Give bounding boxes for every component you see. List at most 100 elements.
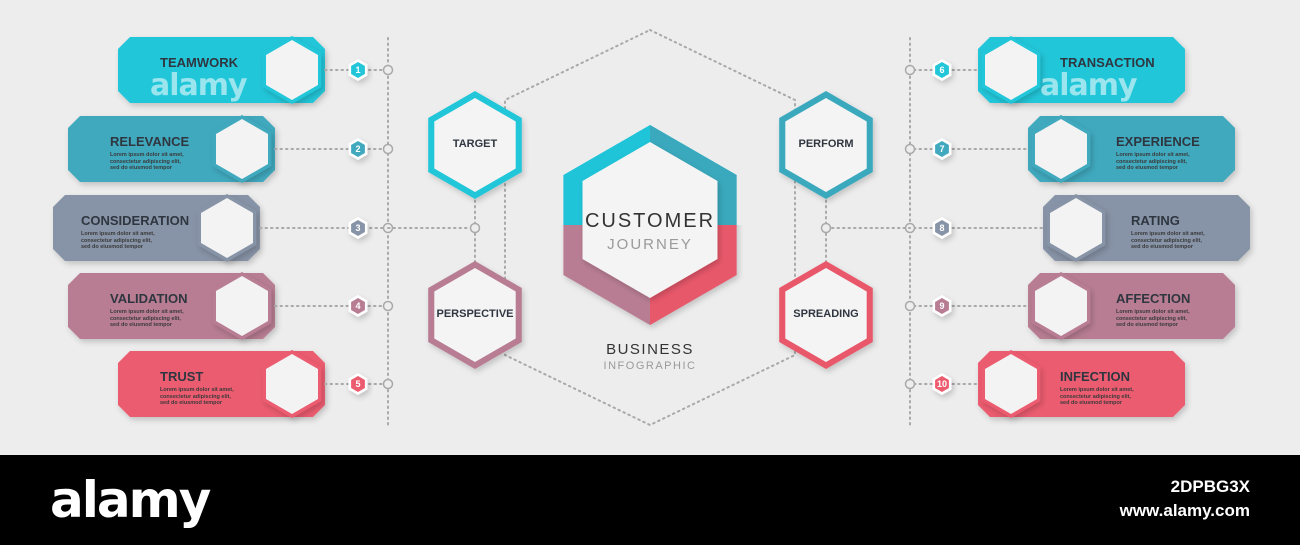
step-label-6: TRANSACTION <box>1060 55 1155 70</box>
step-text-8: Lorem ipsum dolor sit amet,consectetur a… <box>1131 231 1241 251</box>
outer-hex-frame <box>504 28 796 427</box>
step-badge-7 <box>935 141 949 157</box>
step-number-4: 4 <box>355 301 361 311</box>
step-text-line: Lorem ipsum dolor sit amet, <box>1116 309 1190 315</box>
step-label-5: TRUST <box>160 369 204 384</box>
hub-spreading-label: SPREADING <box>793 308 859 320</box>
step-text-10: Lorem ipsum dolor sit amet,consectetur a… <box>1060 387 1170 407</box>
step-node-6 <box>904 64 916 76</box>
step-number-5: 5 <box>355 379 361 389</box>
step-number-8: 8 <box>939 223 945 233</box>
step-label-7: EXPERIENCE <box>1116 134 1200 149</box>
step-node-9 <box>904 300 916 312</box>
step-text-line: Lorem ipsum dolor sit amet, <box>110 309 184 315</box>
step-text-line: consectetur adipiscing elit, <box>1131 237 1202 244</box>
step-node-10 <box>904 378 916 390</box>
step-label-1: TEAMWORK <box>160 55 238 70</box>
step-text-line: Lorem ipsum dolor sit amet, <box>160 387 234 393</box>
step-text-line: consectetur adipiscing elit, <box>160 393 231 400</box>
step-text-line: consectetur adipiscing elit, <box>1116 158 1187 165</box>
center-title: CUSTOMER <box>584 210 716 232</box>
hub-target-face <box>434 98 516 192</box>
step-hex-8 <box>1050 198 1102 258</box>
step-text-4: Lorem ipsum dolor sit amet,consectetur a… <box>110 309 220 329</box>
step-badge-8 <box>935 220 949 236</box>
step-text-line: sed do eiusmod tempor <box>1131 244 1194 250</box>
step-hex-5 <box>266 354 318 414</box>
diagram-graphics <box>53 28 1250 429</box>
step-label-8: RATING <box>1131 213 1180 228</box>
step-number-9: 9 <box>939 301 945 311</box>
infographic-subtitle: INFOGRAPHIC <box>603 360 697 372</box>
step-text-line: consectetur adipiscing elit, <box>1060 393 1131 400</box>
step-badge-4 <box>351 298 365 314</box>
center-hexagon <box>563 125 737 325</box>
step-number-1: 1 <box>355 65 361 75</box>
site-url: www.alamy.com <box>1119 501 1250 520</box>
step-badge-2 <box>351 141 365 157</box>
step-number-10: 10 <box>936 379 947 389</box>
step-hex-7 <box>1035 119 1087 179</box>
hub-perspective-face <box>434 268 516 362</box>
step-label-4: VALIDATION <box>110 291 188 306</box>
step-number-6: 6 <box>939 65 945 75</box>
step-hex-3 <box>201 198 253 258</box>
hub-target-label: TARGET <box>452 138 498 150</box>
step-node-2 <box>382 143 394 155</box>
step-number-3: 3 <box>355 223 361 233</box>
step-label-3: CONSIDERATION <box>81 213 190 228</box>
infographic-canvas: 1 TEAMWORK 2 RELEVANCE Lorem ipsum dolor sit… <box>53 28 1250 429</box>
step-text-line: sed do eiusmod tempor <box>1116 165 1179 171</box>
step-hex-2 <box>216 119 268 179</box>
step-label-2: RELEVANCE <box>110 134 190 149</box>
center-subtitle: JOURNEY <box>607 236 693 253</box>
step-text-9: Lorem ipsum dolor sit amet,consectetur a… <box>1116 309 1226 329</box>
step-text-7: Lorem ipsum dolor sit amet,consectetur a… <box>1116 152 1226 172</box>
step-badge-10 <box>935 376 949 392</box>
business-title: BUSINESS <box>606 341 694 358</box>
step-text-line: sed do eiusmod tempor <box>81 244 144 250</box>
step-badge-6 <box>935 62 949 78</box>
step-text-line: sed do eiusmod tempor <box>110 322 173 328</box>
watermark-2: alamy <box>1040 68 1138 103</box>
step-text-line: Lorem ipsum dolor sit amet, <box>1131 231 1205 237</box>
step-hex-10 <box>985 354 1037 414</box>
step-node-4 <box>382 300 394 312</box>
step-hex-9 <box>1035 276 1087 336</box>
stock-footer-bar: alamy 2DPBG3X www.alamy.com <box>0 455 1300 545</box>
step-badge-1 <box>351 62 365 78</box>
step-text-line: Lorem ipsum dolor sit amet, <box>81 231 155 237</box>
step-hex-4 <box>216 276 268 336</box>
step-text-line: Lorem ipsum dolor sit amet, <box>1060 387 1134 393</box>
step-text-line: Lorem ipsum dolor sit amet, <box>1116 152 1190 158</box>
right-hub-node <box>820 222 832 234</box>
step-text-line: consectetur adipiscing elit, <box>110 158 181 165</box>
step-text-line: consectetur adipiscing elit, <box>1116 315 1187 322</box>
step-label-9: AFFECTION <box>1116 291 1191 306</box>
step-hex-1 <box>266 40 318 100</box>
step-text-line: sed do eiusmod tempor <box>1116 322 1179 328</box>
step-text-line: sed do eiusmod tempor <box>1060 400 1123 406</box>
watermark-1: alamy <box>150 68 248 103</box>
image-id: 2DPBG3X <box>1170 477 1250 496</box>
step-label-10: INFECTION <box>1060 369 1131 384</box>
step-text-2: Lorem ipsum dolor sit amet,consectetur a… <box>110 152 220 172</box>
step-hex-6 <box>985 40 1037 100</box>
hub-spreading-face <box>785 268 867 362</box>
alamy-logo: alamy <box>50 471 211 529</box>
step-number-7: 7 <box>939 144 945 154</box>
center-hex-face <box>582 142 718 298</box>
step-badge-5 <box>351 376 365 392</box>
step-text-line: Lorem ipsum dolor sit amet, <box>110 152 184 158</box>
step-number-2: 2 <box>355 144 361 154</box>
step-node-7 <box>904 143 916 155</box>
left-hub-node <box>469 222 481 234</box>
step-badge-3 <box>351 220 365 236</box>
step-node-5 <box>382 378 394 390</box>
step-text-3: Lorem ipsum dolor sit amet,consectetur a… <box>81 231 191 251</box>
step-text-line: consectetur adipiscing elit, <box>110 315 181 322</box>
step-text-line: consectetur adipiscing elit, <box>81 237 152 244</box>
hub-perform-label: PERFORM <box>798 138 854 150</box>
hub-perspective-label: PERSPECTIVE <box>436 308 514 320</box>
hub-perform-face <box>785 98 867 192</box>
